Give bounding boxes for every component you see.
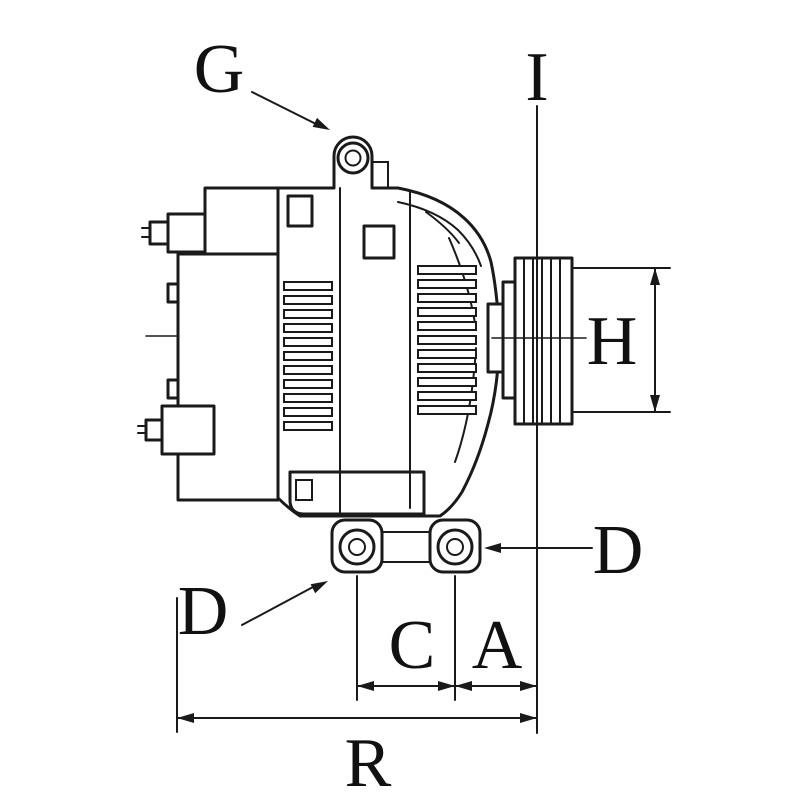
terminal-block xyxy=(160,404,216,456)
vent-fins-left xyxy=(283,281,333,431)
lug-hole-left xyxy=(348,538,366,556)
alternator-drawing xyxy=(137,135,587,574)
label-r: R xyxy=(345,725,392,800)
pulley-grooves xyxy=(523,257,561,425)
r-arrow-left xyxy=(177,713,194,723)
rear-housing xyxy=(176,252,280,502)
label-a: A xyxy=(472,607,523,684)
rear-top-block xyxy=(203,186,280,256)
label-g: G xyxy=(194,31,245,108)
front-bracket-inner-edge xyxy=(397,201,482,267)
h-arrow-down xyxy=(650,395,660,412)
top-ear-hole xyxy=(344,149,362,167)
rear-connector xyxy=(166,212,207,254)
regulator-box xyxy=(288,470,426,516)
h-arrow-up xyxy=(650,268,660,285)
leader-d-left xyxy=(241,586,314,626)
label-i: I xyxy=(525,39,548,116)
top-bolt-block xyxy=(286,194,314,228)
leader-d-right-arrowhead xyxy=(484,543,501,553)
leader-g xyxy=(251,91,315,124)
regulator-detail xyxy=(295,479,313,501)
lug-hole-right-boss xyxy=(436,528,474,566)
ear-shoulder xyxy=(371,161,389,189)
alternator-body xyxy=(276,135,501,518)
lug-hole-right xyxy=(446,538,464,556)
label-d-right: D xyxy=(593,512,644,589)
rear-connector-bolt xyxy=(148,220,170,246)
label-d-left: D xyxy=(178,573,229,650)
r-arrow-right xyxy=(520,713,537,723)
lug-hole-left-boss xyxy=(338,528,376,566)
dimension-annotations xyxy=(176,91,671,734)
ear-side-block xyxy=(362,224,396,260)
top-ear-boss xyxy=(336,141,370,175)
label-c: C xyxy=(389,607,436,684)
rear-tab-upper xyxy=(166,282,180,304)
vent-fins-right xyxy=(417,265,477,415)
label-h: H xyxy=(587,303,638,380)
terminal-bolt xyxy=(144,418,164,442)
leader-g-arrowhead xyxy=(312,117,330,130)
fan-curve xyxy=(425,211,460,244)
dimension-labels: G I H D D C A R xyxy=(178,31,644,800)
leader-d-left-arrowhead xyxy=(310,581,328,594)
pulley-flange xyxy=(501,280,517,400)
a-arrow-left xyxy=(455,681,472,691)
rear-tab-lower xyxy=(166,378,180,400)
a-arrow-right xyxy=(520,681,537,691)
c-arrow-left xyxy=(357,681,374,691)
c-arrow-right xyxy=(438,681,455,691)
